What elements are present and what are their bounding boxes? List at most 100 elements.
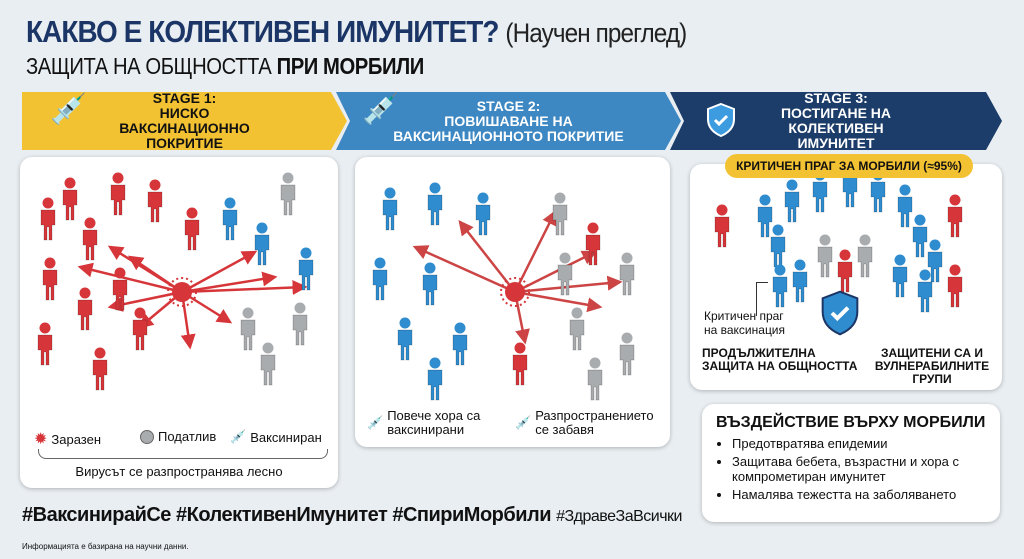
susceptible-person	[238, 307, 258, 351]
hashtag-regular[interactable]: #ЗдравеЗаВсички	[556, 508, 682, 525]
syringe-icon: 💉	[515, 415, 532, 430]
vaccinated-person	[770, 264, 790, 308]
vaccinated-person	[915, 269, 935, 313]
stage-label: STAGE 1:	[152, 90, 217, 106]
susceptible-person	[550, 192, 570, 236]
impact-title: ВЪЗДЕЙСТВИЕ ВЪРХУ МОРБИЛИ	[716, 414, 986, 431]
infected-person	[108, 172, 128, 216]
syringe-icon: 💉	[367, 415, 384, 430]
infected-person	[60, 177, 80, 221]
virus-icon	[167, 277, 197, 307]
note-text: Разпространението се забавя	[535, 408, 654, 437]
stage-1-banner: 💉STAGE 1:НИСКО ВАКСИНАЦИОННО ПОКРИТИЕ	[22, 92, 347, 150]
impact-item: Намалява тежестта на заболяването	[732, 487, 1000, 502]
susceptible-person	[258, 342, 278, 386]
infected-person	[945, 194, 965, 238]
susceptible-person	[815, 234, 835, 278]
vaccinated-person	[420, 262, 440, 306]
susceptible-person	[567, 307, 587, 351]
vaccinated-person	[782, 179, 802, 223]
legend-label: Ваксиниран	[250, 429, 322, 445]
note-more-vaccinated: 💉Повече хора са ваксинирани	[367, 409, 507, 437]
right-caption: ЗАЩИТЕНИ СА И ВУЛНЕРАБИЛНИТЕ ГРУПИ	[874, 346, 990, 386]
vaccinated-person	[425, 182, 445, 226]
infected-person	[712, 204, 732, 248]
vaccinated-person	[380, 187, 400, 231]
infected-person	[110, 267, 130, 311]
spread-arrow	[127, 255, 183, 294]
infected-person	[40, 257, 60, 301]
stage-text: ПОСТИГАНЕ НА КОЛЕКТИВЕН ИМУНИТЕТ	[780, 105, 892, 151]
brace	[38, 449, 328, 459]
vaccinated-person	[252, 222, 272, 266]
left-caption: ПРОДЪЛЖИТЕЛНА ЗАЩИТА НА ОБЩНОСТТА	[702, 346, 858, 373]
shield-check-icon	[821, 290, 859, 336]
stage-2-banner: 💉STAGE 2:ПОВИШАВАНЕ НА ВАКСИНАЦИОННОТО П…	[336, 92, 681, 150]
spread-arrow	[181, 280, 308, 296]
susceptible-person	[617, 252, 637, 296]
stage-label: STAGE 3:	[804, 90, 868, 106]
spread-arrow	[77, 262, 183, 294]
spread-arrow	[412, 245, 516, 294]
infected-person	[583, 222, 603, 266]
legend-label: Заразен	[51, 431, 102, 447]
vaccinated-person	[890, 254, 910, 298]
threshold-pointer	[756, 282, 768, 316]
legend-label: Податлив	[158, 429, 217, 444]
infected-person	[945, 264, 965, 308]
infected-person	[145, 179, 165, 223]
infected-person	[80, 217, 100, 261]
syringe-icon: 💉	[362, 93, 400, 126]
vaccinated-person	[220, 197, 240, 241]
vaccinated-person	[395, 317, 415, 361]
impact-item: Предотвратява епидемии	[732, 436, 1000, 451]
infected-person	[182, 207, 202, 251]
vaccinated-person	[425, 357, 445, 401]
vaccinated-person	[895, 184, 915, 228]
hashtags: #ВаксинирайСе #КолективенИмунитет #Спири…	[22, 504, 682, 527]
stage-3-panel: Критичен праг на ваксинация ПРОДЪЛЖИТЕЛН…	[690, 164, 1002, 390]
hashtags-bold[interactable]: #ВаксинирайСе #КолективенИмунитет #Спири…	[22, 504, 552, 526]
subtitle-bold: ПРИ МОРБИЛИ	[276, 53, 425, 79]
stage-label: STAGE 2:	[476, 97, 541, 114]
susceptible-person	[555, 252, 575, 296]
infected-person	[90, 347, 110, 391]
circle-icon	[140, 429, 154, 444]
spread-arrows	[412, 209, 623, 345]
title-note: (Научен преглед)	[505, 18, 687, 48]
impact-box: ВЪЗДЕЙСТВИЕ ВЪРХУ МОРБИЛИ Предотвратява …	[702, 404, 1000, 522]
infected-person	[130, 307, 150, 351]
susceptible-person	[290, 302, 310, 346]
syringe-icon: 💉	[230, 429, 247, 444]
threshold-note: Критичен праг на ваксинация	[704, 309, 786, 337]
vaccinated-person	[790, 259, 810, 303]
spread-arrow	[513, 209, 557, 293]
panel-caption: Вирусът се разпространява лесно	[75, 464, 283, 479]
susceptible-person	[855, 234, 875, 278]
note-spread-slows: 💉Разпространението се забавя	[515, 409, 665, 437]
threshold-badge: КРИТИЧЕН ПРАГ ЗА МОРБИЛИ (≈95%)	[725, 154, 973, 178]
legend-infected: ✹Заразен	[34, 429, 101, 449]
infected-person	[35, 322, 55, 366]
legend-susceptible: Податлив	[140, 429, 216, 444]
page-title: КАКВО Е КОЛЕКТИВЕН ИМУНИТЕТ? (Научен пре…	[26, 14, 687, 50]
infected-person	[835, 249, 855, 293]
vaccinated-person	[296, 247, 316, 291]
stage-1-panel: ✹Заразен Податлив 💉Ваксиниран Вирусът се…	[20, 157, 338, 488]
stage-3-banner: STAGE 3:ПОСТИГАНЕ НА КОЛЕКТИВЕН ИМУНИТЕТ	[670, 92, 1002, 150]
virus-icon	[500, 277, 530, 307]
footnote: Информацията е базирана на научни данни.	[22, 542, 189, 551]
vaccinated-person	[925, 239, 945, 283]
susceptible-person	[617, 332, 637, 376]
vaccinated-person	[473, 192, 493, 236]
vaccinated-person	[910, 214, 930, 258]
vaccinated-person	[768, 224, 788, 268]
spread-arrow	[181, 271, 278, 294]
stage-2-panel: 💉Повече хора са ваксинирани 💉Разпростран…	[355, 157, 670, 447]
infected-person	[510, 342, 530, 386]
infected-person	[75, 287, 95, 331]
shield-check-icon	[706, 102, 736, 138]
subtitle-text: ЗАЩИТА НА ОБЩНОСТТА	[26, 53, 272, 79]
virus-icon: ✹	[34, 431, 48, 448]
spread-arrows	[77, 245, 308, 350]
